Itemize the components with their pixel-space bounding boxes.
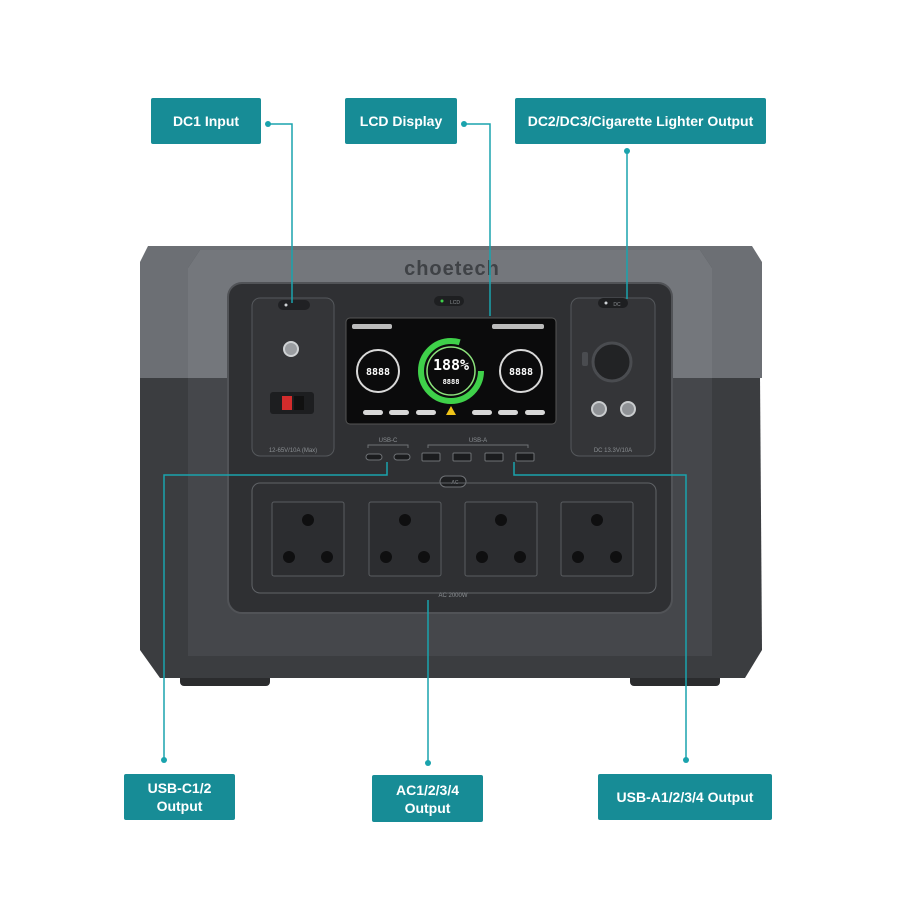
usba-port-1 — [421, 452, 441, 462]
usbc-port-1 — [365, 453, 383, 461]
callout-lcd-display: LCD Display — [345, 98, 457, 144]
callout-usbc-line2: Output — [156, 798, 203, 814]
dc-input-port-dot — [283, 341, 299, 357]
dc-input-panel — [251, 297, 335, 457]
lcd-battery-ring-inner — [426, 346, 476, 396]
lcd-output-gauge — [499, 349, 543, 393]
ac-outlet-3 — [464, 501, 538, 577]
ac-outlet-4 — [560, 501, 634, 577]
dc-port-2 — [591, 401, 607, 417]
callout-usba-output-text: USB-A1/2/3/4 Output — [616, 789, 754, 805]
usba-label: USB-A — [469, 438, 487, 444]
usba-port-2 — [452, 452, 472, 462]
usbc-label: USB-C — [379, 438, 398, 444]
usba-bracket — [427, 444, 529, 448]
cigarette-lighter-latch — [582, 352, 588, 366]
lcd-status-icons — [352, 324, 544, 329]
anderson-port-red — [282, 396, 292, 410]
lcd-screen — [345, 317, 557, 425]
lcd-battery-ring — [418, 338, 484, 404]
lcd-port-indicators — [363, 410, 545, 415]
lcd-button[interactable] — [434, 296, 464, 306]
callout-ac-output: AC1/2/3/4 Output — [372, 775, 483, 822]
callout-dc-output-text: DC2/DC3/Cigarette Lighter Output — [527, 113, 754, 129]
dc-input-spec: 12-65V/10A (Max) — [269, 448, 317, 454]
lcd-button-led — [440, 299, 444, 303]
callout-dc1-input-text: DC1 Input — [172, 113, 240, 129]
dc-output-spec: DC 13.3V/10A — [594, 448, 632, 454]
lcd-center-digits: 8888 — [443, 378, 460, 386]
usbc-bracket — [367, 444, 409, 448]
usbc-port-2 — [393, 453, 411, 461]
usba-port-4 — [515, 452, 535, 462]
callout-lcd-display-text: LCD Display — [359, 113, 443, 129]
callout-usbc-output: USB-C1/2 Output — [124, 774, 235, 820]
ac-button[interactable] — [439, 475, 467, 488]
callout-dc1-input: DC1 Input — [151, 98, 261, 144]
lcd-battery-percent: 188% — [433, 356, 469, 374]
lcd-input-gauge — [356, 349, 400, 393]
lcd-button-label: LCD — [450, 300, 460, 306]
dc-button-led — [604, 301, 608, 305]
dc-input-indicator — [278, 300, 310, 310]
lcd-output-digits: 8888 — [509, 367, 533, 378]
callout-usbc-line1: USB-C1/2 — [147, 780, 212, 796]
dc-port-3 — [620, 401, 636, 417]
anderson-port-black — [294, 396, 304, 410]
callout-usba-output: USB-A1/2/3/4 Output — [598, 774, 772, 820]
dc-button[interactable] — [598, 298, 628, 308]
lcd-warning-icon — [446, 406, 456, 415]
callout-ac-line1: AC1/2/3/4 — [395, 781, 460, 798]
usba-port-3 — [484, 452, 504, 462]
lcd-input-digits: 8888 — [366, 367, 390, 378]
callout-dc-output: DC2/DC3/Cigarette Lighter Output — [515, 98, 766, 144]
ac-outlet-2 — [368, 501, 442, 577]
dc-input-led — [284, 303, 288, 307]
brand-logo: choetech — [404, 258, 500, 280]
callout-ac-line2: Output — [404, 799, 451, 816]
dc-button-label: DC — [613, 302, 621, 308]
ac-outlet-1 — [271, 501, 345, 577]
ac-spec: AC 2000W — [438, 593, 467, 599]
cigarette-lighter-port — [591, 341, 633, 383]
